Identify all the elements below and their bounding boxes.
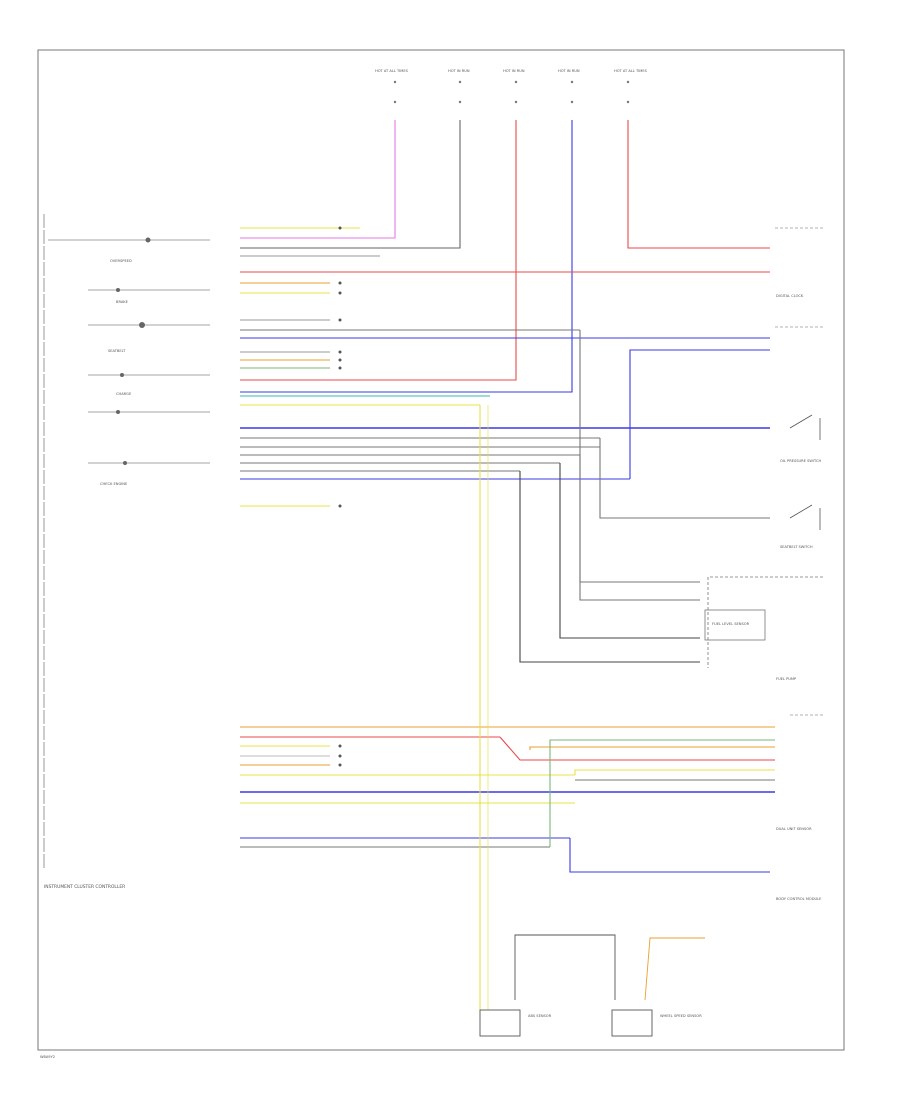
seatbelt-switch: SEATBELT SWITCH — [780, 504, 821, 549]
wire-pink — [240, 120, 396, 239]
bottom-sensor-1: WHEEL SPEED SENSOR — [660, 1014, 702, 1018]
fuel-pump-module: FUEL PUMP FUEL LEVEL SENSOR — [704, 576, 825, 681]
indicator-label-1: BRAKE — [116, 300, 129, 304]
digital-clock-module: DIGITAL CLOCK — [775, 227, 825, 328]
fuel-level-label: FUEL LEVEL SENSOR — [712, 622, 750, 626]
fuse-label-1: HOT IN RUN — [448, 69, 470, 73]
digital-clock-label: DIGITAL CLOCK — [776, 294, 804, 298]
cluster-label: INSTRUMENT CLUSTER CONTROLLER — [44, 884, 125, 890]
indicator-label-2: SEATBELT — [108, 349, 126, 353]
diagram-frame — [37, 49, 845, 1051]
wire-red-drop — [240, 120, 517, 381]
oil-pressure-switch: OIL PRESSURE SWITCH — [780, 414, 821, 463]
connector-c2: DUAL UNIT SENSOR BODY CONTROL MODULE — [240, 714, 825, 901]
fuse-label-3: HOT IN RUN — [558, 69, 580, 73]
fuse-label-0: HOT AT ALL TIMES — [375, 69, 409, 73]
indicator-label-0: OVERSPEED — [110, 259, 132, 263]
fuse-label-4: HOT AT ALL TIMES — [614, 69, 648, 73]
wire-blue-drop — [240, 120, 573, 393]
connector-c1 — [240, 226, 770, 663]
oil-pressure-label: OIL PRESSURE SWITCH — [780, 459, 821, 463]
fuel-pump-label: FUEL PUMP — [776, 677, 797, 681]
indicator-label-3: CHARGE — [116, 392, 132, 396]
dual-unit-label: DUAL UNIT SENSOR — [776, 827, 812, 831]
bottom-sensor-0: ABS SENSOR — [528, 1014, 552, 1018]
bottom-sensors: ABS SENSOR WHEEL SPEED SENSOR — [479, 934, 705, 1037]
instrument-cluster: INSTRUMENT CLUSTER CONTROLLER OVERSPEED … — [43, 212, 210, 890]
fuse-block: HOT AT ALL TIMES HOT IN RUN HOT IN RUN H… — [375, 69, 648, 104]
indicator-label-4: CHECK ENGINE — [100, 482, 128, 486]
wire-gray-drop — [240, 120, 461, 249]
fuse-label-2: HOT IN RUN — [503, 69, 525, 73]
footer-code: W8A9Y2 — [40, 1055, 55, 1059]
wire-red-right — [627, 120, 770, 249]
seatbelt-label: SEATBELT SWITCH — [780, 545, 813, 549]
ecu-label: BODY CONTROL MODULE — [776, 897, 822, 901]
